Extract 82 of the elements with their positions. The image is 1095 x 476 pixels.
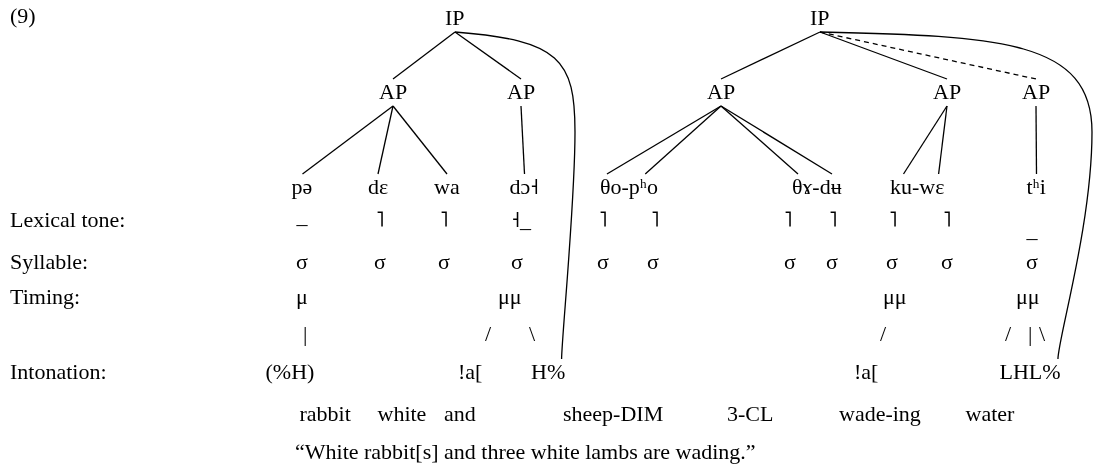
tone-mark: ˥	[651, 208, 660, 232]
gloss-word: rabbit	[299, 402, 351, 426]
word: dɛ	[368, 175, 389, 199]
mora-symbol: μμ	[498, 285, 522, 309]
gloss-word: wade-ing	[839, 402, 921, 426]
mora-symbol: μμ	[1016, 285, 1040, 309]
tree-branch	[1035, 105, 1038, 175]
gloss-word: sheep-DIM	[563, 402, 664, 426]
association-line: /	[485, 322, 492, 346]
syllable-symbol: σ	[647, 250, 659, 274]
association-curve	[454, 31, 576, 360]
tier-label: Intonation:	[10, 360, 107, 384]
tree-branch	[644, 105, 722, 175]
tone-mark: ˥	[943, 208, 952, 232]
syllable-symbol: σ	[296, 250, 308, 274]
word: wa	[434, 175, 460, 199]
association-line: \	[1039, 322, 1046, 346]
syllable-symbol: σ	[374, 250, 386, 274]
phrase-label: IP	[810, 6, 830, 30]
gloss-word: white	[377, 402, 427, 426]
phrase-label: AP	[379, 80, 408, 104]
tone-label: H%	[531, 360, 566, 384]
gloss-word: and	[444, 402, 476, 426]
syllable-symbol: σ	[1026, 250, 1038, 274]
word: ku-wɛ	[890, 175, 945, 199]
association-line: /	[880, 322, 887, 346]
syllable-symbol: σ	[438, 250, 450, 274]
tone-mark: ˥	[376, 208, 385, 232]
syllable-symbol: σ	[941, 250, 953, 274]
word: θɤ-dʉ	[792, 175, 842, 199]
tree-branch	[392, 105, 448, 175]
association-line: |	[303, 322, 308, 346]
example-number: (9)	[10, 4, 36, 28]
association-line: \	[529, 322, 536, 346]
word: pə	[291, 175, 313, 199]
association-line: |	[1028, 322, 1033, 346]
word: dɔ˧	[509, 175, 539, 199]
phrase-label: AP	[933, 80, 962, 104]
phrase-label: AP	[707, 80, 736, 104]
gloss-word: 3-CL	[727, 402, 774, 426]
tier-label: Timing:	[10, 285, 81, 309]
tree-branch	[520, 105, 526, 175]
syllable-symbol: σ	[511, 250, 523, 274]
tone-label: !a[	[854, 360, 879, 384]
tree-branch	[377, 105, 394, 175]
mora-symbol: μμ	[883, 285, 907, 309]
tone-label: !a[	[458, 360, 483, 384]
tree-branch	[720, 105, 833, 175]
phrase-label: IP	[445, 6, 465, 30]
tone-mark: ˥	[889, 208, 898, 232]
tier-label: Lexical tone:	[10, 208, 126, 232]
tree-branch	[720, 105, 799, 175]
syllable-symbol: σ	[784, 250, 796, 274]
tree-branch	[454, 31, 522, 80]
tone-mark: _	[296, 204, 308, 228]
tone-mark: ˧_	[511, 208, 531, 232]
tone-mark: ˥	[829, 208, 838, 232]
association-curve	[819, 31, 1093, 360]
tone-mark: _	[1026, 218, 1038, 242]
syllable-symbol: σ	[886, 250, 898, 274]
phrase-label: AP	[507, 80, 536, 104]
tree-branch	[392, 31, 456, 80]
mora-symbol: μ	[296, 285, 308, 309]
tree-branch	[720, 31, 821, 80]
tree-branch	[902, 105, 948, 175]
tone-mark: ˥	[599, 208, 608, 232]
word: θo-pʰo	[600, 175, 658, 199]
tree-branch	[937, 105, 948, 175]
translation: “White rabbit[s] and three white lambs are wading.”	[295, 440, 756, 464]
tone-label: LHL%	[999, 360, 1061, 384]
word: tʰi	[1026, 175, 1046, 199]
tree-branch	[819, 31, 948, 80]
tree-branch	[301, 105, 394, 175]
association-line: /	[1005, 322, 1012, 346]
tone-label: (%H)	[265, 360, 315, 384]
syllable-symbol: σ	[826, 250, 838, 274]
tier-label: Syllable:	[10, 250, 89, 274]
phrase-label: AP	[1022, 80, 1051, 104]
tone-mark: ˥	[440, 208, 449, 232]
syllable-symbol: σ	[597, 250, 609, 274]
gloss-word: water	[965, 402, 1015, 426]
tone-mark: ˥	[784, 208, 793, 232]
